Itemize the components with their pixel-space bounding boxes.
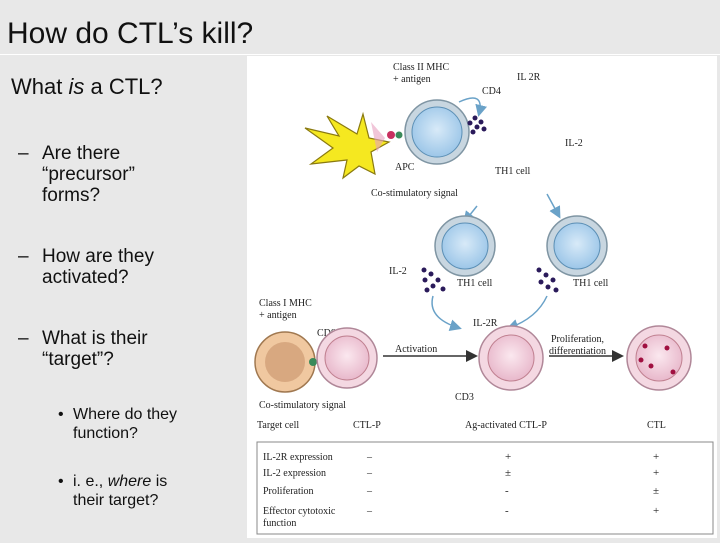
il2-arrow-to-ctl xyxy=(431,295,462,332)
il2-dots-left xyxy=(421,267,446,293)
bullet-line: activated? xyxy=(42,267,129,288)
label-plus-antigen-2: + antigen xyxy=(259,310,297,321)
bullet-line: forms? xyxy=(42,185,101,206)
table-cell-ctl-p: – xyxy=(366,452,373,463)
mhc-ii-complex xyxy=(387,131,395,139)
cd4-molecule xyxy=(395,131,403,139)
table-cell-ctl: + xyxy=(653,467,659,479)
il2-feedback-arrow xyxy=(458,97,488,117)
bullet-dash: – xyxy=(18,328,29,349)
cytotoxic-granules xyxy=(638,343,676,375)
sub-bullet-line: function? xyxy=(73,425,138,442)
main-question-suffix: a CTL? xyxy=(84,74,163,99)
table-cell-ag-activated: ± xyxy=(505,467,511,479)
table-cell-ag-activated: - xyxy=(505,505,509,517)
il2-dots-top xyxy=(467,115,487,135)
label-cd3: CD3 xyxy=(455,392,474,403)
label-costim-top: Co-stimulatory signal xyxy=(371,188,458,199)
th1-cell-top-nucleus xyxy=(411,106,463,158)
label-il2-mid: IL-2 xyxy=(389,266,407,277)
table-row-label-cont: function xyxy=(263,518,296,529)
il2-dots-right xyxy=(536,267,559,293)
title-divider xyxy=(0,54,720,55)
label-differentiation: differentiation xyxy=(549,346,606,357)
target-cell-nucleus xyxy=(265,342,305,382)
sub-bullet-italic: where xyxy=(107,473,152,490)
label-costim-bottom: Co-stimulatory signal xyxy=(259,400,346,411)
column-header-ag-activated: Ag-activated CTL-P xyxy=(465,420,547,431)
label-th1-left: TH1 cell xyxy=(457,278,492,289)
main-question-italic: is xyxy=(68,74,85,99)
label-apc: APC xyxy=(395,162,415,173)
table-cell-ag-activated: + xyxy=(505,451,511,463)
main-question-prefix: What xyxy=(11,74,69,99)
bullet-line: “target”? xyxy=(42,349,114,370)
bullet-line: How are they xyxy=(42,246,154,267)
label-cd4: CD4 xyxy=(482,86,501,97)
label-activation: Activation xyxy=(395,344,437,355)
th1-cell-right-nucleus xyxy=(553,222,601,270)
column-header-ctl: CTL xyxy=(647,420,666,431)
label-il2-top: IL-2 xyxy=(565,138,583,149)
slide-title: How do CTL’s kill? xyxy=(7,17,254,50)
table-row-label: Proliferation xyxy=(263,486,314,497)
main-question: What is a CTL? xyxy=(11,72,163,102)
column-header-ctl-p: CTL-P xyxy=(353,420,381,431)
sub-bullet-suffix: is xyxy=(151,473,168,490)
sub-bullet-line: their target? xyxy=(73,492,159,509)
table-row-label: IL-2R expression xyxy=(263,452,333,463)
table-row-label: IL-2 expression xyxy=(263,468,326,479)
sub-bullet-dot: • xyxy=(58,406,64,423)
sub-bullet-prefix: i. e., xyxy=(73,473,108,490)
ctl-p-nucleus xyxy=(324,335,370,381)
label-plus-antigen-1: + antigen xyxy=(393,74,431,85)
mhc-i-complex xyxy=(309,358,317,366)
sub-bullet-dot: • xyxy=(58,473,64,490)
th1-cell-left-nucleus xyxy=(441,222,489,270)
il2-arrow-to-ctl xyxy=(506,295,548,331)
ctl-nucleus xyxy=(635,334,683,382)
ctl-activation-diagram: Class II MHC + antigen CD4 IL 2R IL-2 AP… xyxy=(247,56,717,538)
bullet-dash: – xyxy=(18,246,29,267)
label-proliferation: Proliferation, xyxy=(551,334,604,345)
apc-nucleus xyxy=(371,122,385,152)
flow-arrow xyxy=(546,193,561,219)
table-cell-ctl-p: – xyxy=(366,468,373,479)
sub-bullet-line: i. e., where is xyxy=(73,472,233,491)
table-row-label: Effector cytotoxic xyxy=(263,506,336,517)
column-header-target-cell: Target cell xyxy=(257,420,299,431)
table-cell-ctl: + xyxy=(653,451,659,463)
table-cell-ctl-p: – xyxy=(366,486,373,497)
table-cell-ctl: ± xyxy=(653,485,659,497)
label-il2r-mid: IL-2R xyxy=(473,318,498,329)
ag-activated-ctl-p-nucleus xyxy=(487,334,535,382)
table-cell-ctl: + xyxy=(653,505,659,517)
bullet-line: Are there xyxy=(42,143,121,164)
sub-bullet-line: Where do they xyxy=(73,406,178,423)
label-il2r-top: IL 2R xyxy=(517,72,541,83)
bullet-dash: – xyxy=(18,143,29,164)
table-cell-ag-activated: - xyxy=(505,485,509,497)
label-class2-mhc: Class II MHC xyxy=(393,62,449,73)
bullet-line: What is their xyxy=(42,328,148,349)
label-th1-top: TH1 cell xyxy=(495,166,530,177)
label-th1-right: TH1 cell xyxy=(573,278,608,289)
label-cd8: CD8 xyxy=(317,328,336,339)
table-cell-ctl-p: – xyxy=(366,506,373,517)
bullet-line: “precursor” xyxy=(42,164,135,185)
label-class1-mhc: Class I MHC xyxy=(259,298,312,309)
property-table xyxy=(256,441,714,535)
